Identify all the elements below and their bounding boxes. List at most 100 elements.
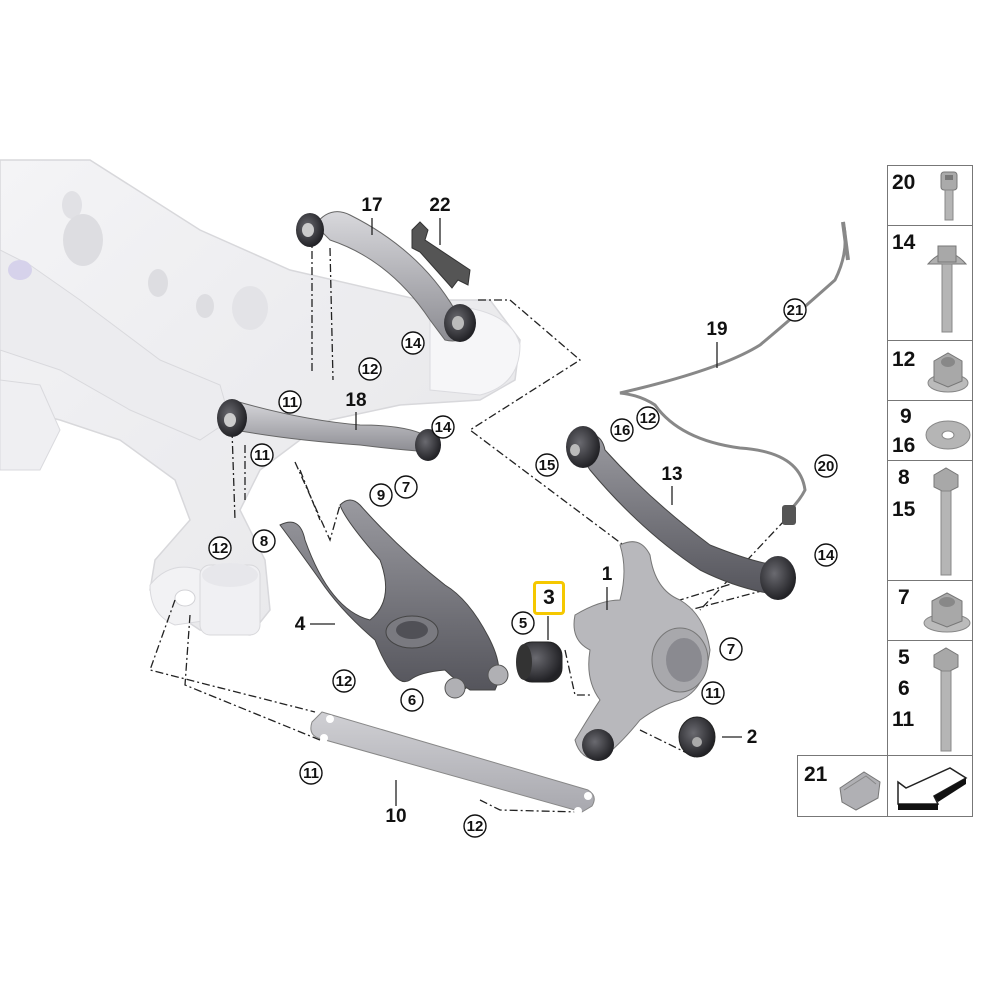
callout: 14	[814, 543, 838, 567]
callout: 11	[250, 443, 274, 467]
fastener-label: 7	[898, 586, 910, 609]
fastener-label: 21	[804, 763, 828, 786]
part-3-bushing	[516, 641, 563, 683]
label-10: 10	[385, 806, 406, 827]
hex-flange-bolt-icon	[933, 647, 959, 752]
callout: 8	[252, 529, 276, 553]
callout: 6	[400, 688, 424, 712]
highlighted-part-label[interactable]: 3	[533, 581, 565, 615]
fastener-row-20[interactable]: 20	[887, 165, 973, 226]
callout: 15	[535, 453, 559, 477]
long-flange-bolt-icon	[933, 467, 959, 576]
fastener-label: 8	[898, 466, 910, 489]
svg-text:5: 5	[519, 615, 527, 632]
callout: 21	[783, 298, 807, 322]
svg-text:7: 7	[727, 641, 735, 658]
fastener-row-9-16[interactable]: 9 16	[887, 400, 973, 461]
svg-text:12: 12	[640, 410, 657, 427]
part-19-sensor-cable	[619, 221, 850, 512]
callout: 12	[208, 536, 232, 560]
subframe	[0, 159, 521, 636]
label-1: 1	[602, 564, 613, 585]
svg-text:11: 11	[705, 685, 721, 702]
part-1-wheel-carrier	[573, 541, 711, 761]
callout: 7	[394, 475, 418, 499]
label-18: 18	[345, 390, 366, 411]
fastener-label: 5	[898, 646, 910, 669]
fastener-row-14[interactable]: 14	[887, 225, 973, 341]
svg-text:6: 6	[408, 692, 416, 709]
flange-nut-icon	[927, 352, 969, 393]
fastener-row-12[interactable]: 12	[887, 340, 973, 401]
fastener-label: 14	[892, 231, 916, 254]
part-2-bushing	[678, 716, 716, 758]
callout: 20	[814, 454, 838, 478]
fastener-row-5-6-11[interactable]: 5 6 11	[887, 640, 973, 756]
flange-bolt-icon	[926, 245, 968, 333]
svg-text:21: 21	[787, 302, 804, 319]
part-22-bracket	[411, 221, 471, 289]
svg-text:7: 7	[402, 479, 410, 496]
label-4: 4	[295, 614, 306, 635]
svg-text:16: 16	[614, 422, 631, 439]
callout: 11	[701, 681, 725, 705]
callouts: 14 12 11 14 11 9 7 12 8 21 16 12 15 20 1…	[208, 298, 838, 838]
fastener-label: 15	[892, 498, 916, 521]
callout: 16	[610, 418, 634, 442]
direction-arrow-cell	[887, 755, 973, 817]
direction-arrow-icon	[897, 767, 968, 810]
callout: 7	[719, 637, 743, 661]
callout: 12	[358, 357, 382, 381]
part-18-upper-arm	[217, 399, 441, 461]
svg-text:12: 12	[212, 540, 229, 557]
svg-text:8: 8	[260, 533, 268, 550]
svg-text:12: 12	[336, 673, 353, 690]
flange-nut-icon	[923, 592, 971, 633]
fastener-label: 9	[900, 405, 912, 428]
label-17: 17	[361, 195, 382, 216]
svg-text:14: 14	[818, 547, 835, 564]
socket-bolt-icon	[940, 171, 958, 221]
part-13-control-arm	[566, 426, 796, 600]
fastener-label: 20	[892, 171, 916, 194]
fastener-label: 12	[892, 348, 916, 371]
label-13: 13	[661, 464, 682, 485]
callout: 14	[431, 415, 455, 439]
sensor-connector	[782, 505, 796, 525]
fastener-label: 6	[898, 677, 910, 700]
svg-text:20: 20	[818, 458, 835, 475]
label-leaders	[310, 218, 742, 806]
fastener-row-7[interactable]: 7	[887, 580, 973, 641]
svg-text:12: 12	[362, 361, 379, 378]
svg-text:11: 11	[303, 765, 319, 782]
callout: 5	[511, 611, 535, 635]
callout: 14	[401, 331, 425, 355]
part-17-upper-arm	[296, 211, 476, 342]
svg-text:11: 11	[254, 447, 270, 464]
label-22: 22	[429, 195, 450, 216]
svg-text:12: 12	[467, 818, 484, 835]
callout: 12	[636, 406, 660, 430]
fastener-cell-21[interactable]: 21	[797, 755, 888, 817]
washer-icon	[925, 420, 971, 450]
svg-text:14: 14	[435, 419, 452, 436]
callout: 11	[299, 761, 323, 785]
callout: 12	[463, 814, 487, 838]
fastener-label: 11	[892, 708, 915, 731]
part-10-brace	[310, 711, 595, 815]
svg-text:14: 14	[405, 335, 422, 352]
label-19: 19	[706, 319, 727, 340]
svg-text:9: 9	[377, 487, 385, 504]
clip-icon	[839, 771, 881, 811]
fastener-label: 16	[892, 434, 916, 457]
label-2: 2	[747, 727, 758, 748]
fastener-row-8-15[interactable]: 8 15	[887, 460, 973, 581]
part-labels: 17 22 18 19 13 1 4 10 2	[295, 195, 758, 827]
svg-text:15: 15	[539, 457, 556, 474]
callout: 11	[278, 390, 302, 414]
svg-text:11: 11	[282, 394, 298, 411]
callout: 12	[332, 669, 356, 693]
callout: 9	[369, 483, 393, 507]
